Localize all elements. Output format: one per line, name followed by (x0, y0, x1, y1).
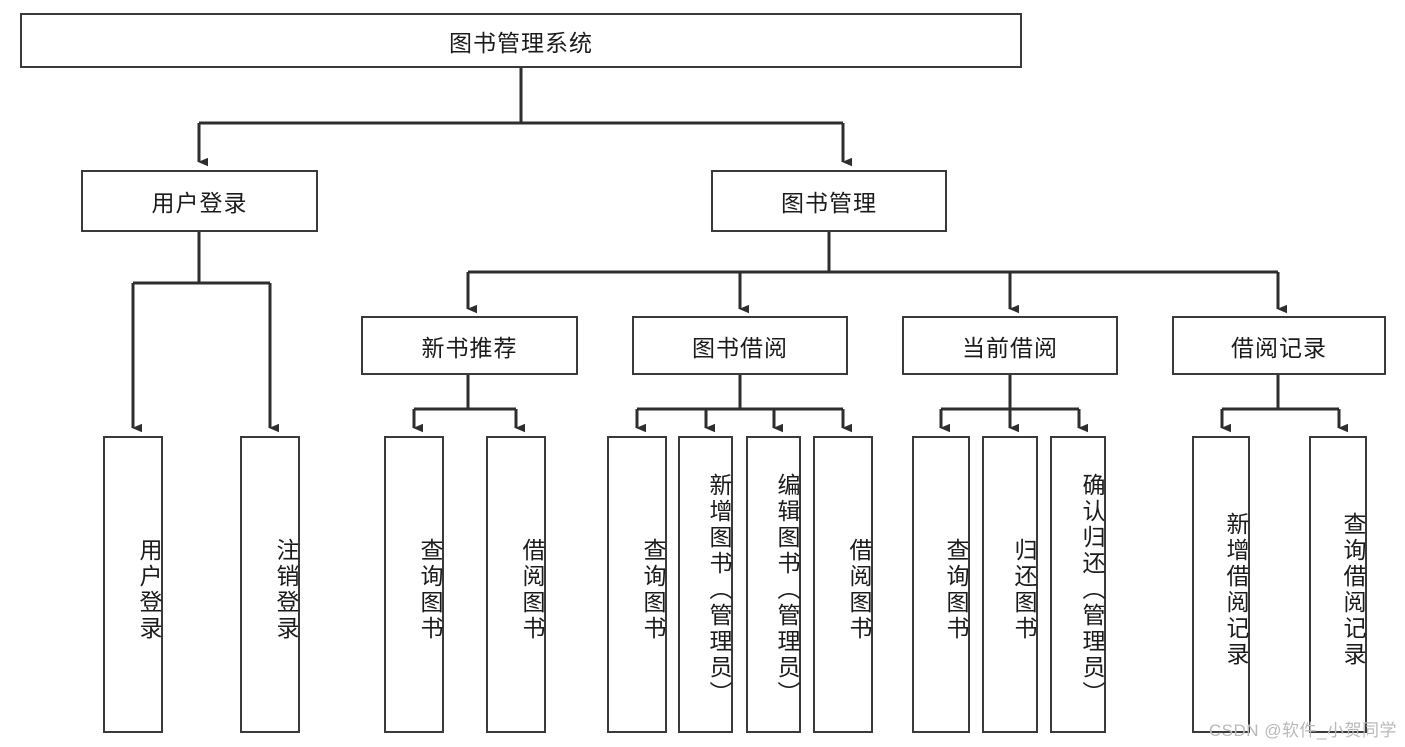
node-label: 借阅图书 (519, 537, 545, 642)
watermark-text: CSDN @软件_小贺同学 (1208, 721, 1397, 740)
leaf-book-borrow-query[interactable]: 查询图书 (607, 436, 667, 733)
node-label: 查询借阅记录 (1340, 511, 1366, 668)
node-new-book-recommend[interactable]: 新书推荐 (361, 316, 578, 375)
leaf-current-borrow-confirm-return-admin[interactable]: 确认归还（管理员） (1050, 436, 1106, 733)
leaf-new-book-query[interactable]: 查询图书 (384, 436, 444, 733)
node-label: 新书推荐 (421, 334, 518, 361)
leaf-borrow-record-query[interactable]: 查询借阅记录 (1309, 436, 1367, 733)
node-label: 查询图书 (640, 537, 666, 642)
node-root-book-management-system[interactable]: 图书管理系统 (20, 13, 1022, 68)
leaf-book-borrow-add-admin[interactable]: 新增图书（管理员） (678, 436, 733, 733)
node-label: 查询图书 (943, 537, 969, 642)
node-label: 新增图书（管理员） (706, 472, 732, 707)
node-label: 用户登录 (136, 537, 162, 642)
node-label: 确认归还（管理员） (1079, 472, 1105, 707)
node-label: 编辑图书（管理员） (774, 472, 800, 707)
leaf-current-borrow-query[interactable]: 查询图书 (912, 436, 970, 733)
leaf-new-book-borrow[interactable]: 借阅图书 (486, 436, 546, 733)
node-label: 新增借阅记录 (1223, 511, 1249, 668)
node-book-borrow[interactable]: 图书借阅 (632, 316, 848, 375)
leaf-user-login-sign-out[interactable]: 注销登录 (240, 436, 300, 733)
leaf-user-login-sign-in[interactable]: 用户登录 (103, 436, 163, 733)
node-label: 图书管理 (781, 190, 877, 216)
leaf-book-borrow-borrow[interactable]: 借阅图书 (813, 436, 873, 733)
node-user-login[interactable]: 用户登录 (81, 170, 318, 232)
node-label: 用户登录 (151, 190, 248, 216)
node-book-management[interactable]: 图书管理 (711, 170, 947, 232)
node-label: 借阅记录 (1231, 334, 1327, 361)
node-label: 查询图书 (417, 537, 443, 642)
node-label: 当前借阅 (962, 334, 1058, 361)
leaf-current-borrow-return[interactable]: 归还图书 (982, 436, 1038, 733)
node-label: 图书借阅 (692, 334, 788, 361)
node-current-borrow[interactable]: 当前借阅 (902, 316, 1118, 375)
node-label: 归还图书 (1011, 537, 1037, 642)
node-label: 借阅图书 (846, 537, 872, 642)
node-label: 注销登录 (273, 537, 299, 642)
leaf-borrow-record-add[interactable]: 新增借阅记录 (1192, 436, 1250, 733)
node-borrow-record[interactable]: 借阅记录 (1172, 316, 1386, 375)
leaf-book-borrow-edit-admin[interactable]: 编辑图书（管理员） (746, 436, 801, 733)
node-label: 图书管理系统 (449, 29, 593, 56)
